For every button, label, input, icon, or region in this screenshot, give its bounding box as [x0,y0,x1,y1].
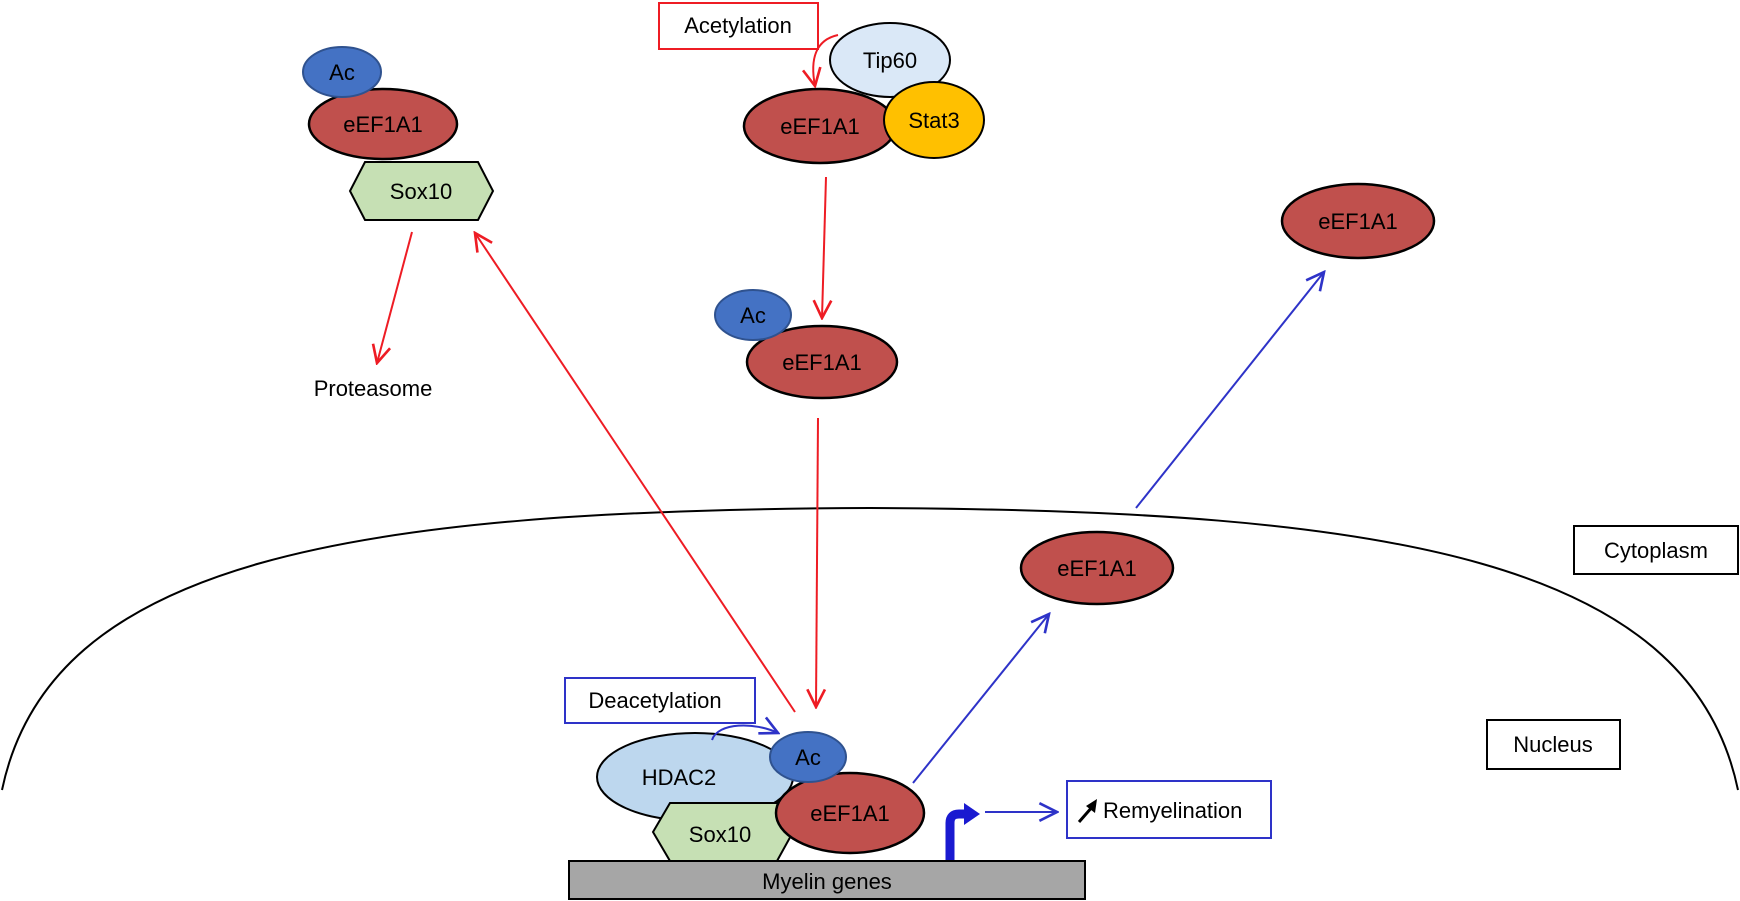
eef1a1-label: eEF1A1 [1318,209,1398,234]
transcription-arrowhead [964,803,980,825]
eef1a1-node [1280,182,1436,260]
eef1a1-node [307,87,459,161]
proteasome-label: Proteasome [314,376,433,401]
sox10-label: Sox10 [390,179,452,204]
stat3-label: Stat3 [908,108,959,133]
ac-node [302,46,382,98]
remyelination-label: Remyelination [1103,798,1242,823]
nuclear-membrane [1,506,1739,791]
acetylation-down-arrow [822,176,826,318]
nuclear-import-arrow [816,417,818,707]
export-cytoplasm-arrow [1135,272,1324,509]
nucleus-label: Nucleus [1513,732,1592,757]
tip60-stat3-eef1a1-complex: Tip60 eEF1A1 Stat3 [742,22,985,165]
deacetylation-label: Deacetylation [588,688,721,713]
acetylation-curve-arrow [813,34,839,86]
eef1a1-label: eEF1A1 [810,801,890,826]
deacetylation-curve-arrow [711,725,778,741]
hdac2-label: HDAC2 [642,765,717,790]
ac-label: Ac [795,745,821,770]
remyelination-box [1066,780,1272,839]
ac-label: Ac [329,60,355,85]
eef1a1-nucleus-right: eEF1A1 [1019,530,1175,606]
acetylated-eef1a1-middle: eEF1A1 Ac [714,289,899,400]
deacetylation-box [564,677,756,724]
myelin-genes-label: Myelin genes [762,869,892,894]
up-right-arrow-icon [1077,799,1097,823]
eef1a1-sox10-complex-top: eEF1A1 Ac Sox10 [302,46,495,221]
myelin-genes-bar [568,860,1086,900]
sox10-label: Sox10 [689,822,751,847]
transcription-start-icon [945,809,966,860]
eef1a1-label: eEF1A1 [343,112,423,137]
acetylation-box [658,2,819,50]
sox10-node [348,161,495,221]
eef1a1-node [745,324,899,400]
nucleus-box [1486,719,1621,770]
ac-node [714,289,792,341]
eef1a1-node [774,771,926,855]
eef1a1-label: eEF1A1 [782,350,862,375]
eef1a1-cytoplasm-right: eEF1A1 [1280,182,1436,260]
nuclear-export-arrow [475,233,796,713]
release-arrow [912,614,1049,784]
tip60-node [829,22,951,98]
acetylation-label: Acetylation [684,13,792,38]
cytoplasm-box [1573,525,1739,575]
ac-label: Ac [740,303,766,328]
eef1a1-node [1019,530,1175,606]
eef1a1-label: eEF1A1 [1057,556,1137,581]
tip60-label: Tip60 [863,48,917,73]
eef1a1-label: eEF1A1 [780,114,860,139]
cytoplasm-label: Cytoplasm [1604,538,1708,563]
degradation-arrow [377,231,413,363]
ac-node [769,731,847,783]
hdac2-sox10-eef1a1-complex: HDAC2 Sox10 eEF1A1 Ac [596,731,926,862]
stat3-node [883,81,985,159]
